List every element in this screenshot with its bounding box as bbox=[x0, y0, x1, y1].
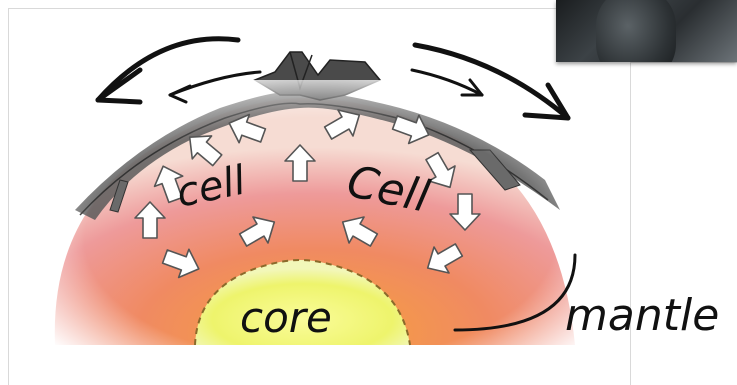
label-mantle: mantle bbox=[565, 290, 719, 341]
label-core: core bbox=[240, 293, 332, 342]
